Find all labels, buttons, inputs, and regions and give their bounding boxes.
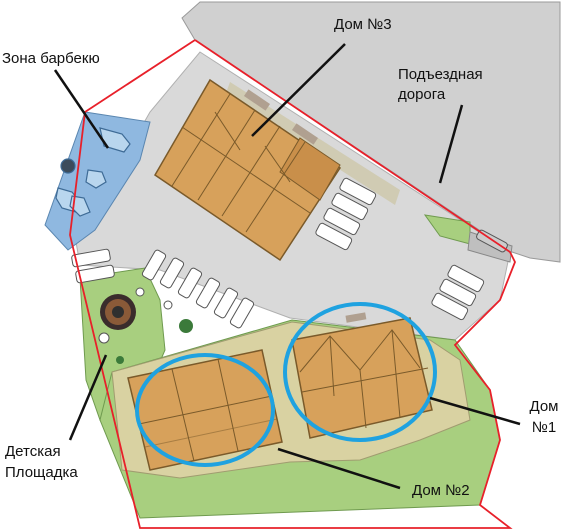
- site-boundary-west: [84, 39, 196, 113]
- house1-label-line1: Дом: [529, 398, 559, 415]
- house1-roof: [291, 312, 433, 439]
- playground-label-line1: Детская: [5, 443, 61, 460]
- site-boundary: [69, 39, 516, 529]
- house2-roof: [127, 349, 283, 471]
- leader-lines: [53, 43, 521, 490]
- playground-label-line2: Площадка: [5, 464, 78, 481]
- house2-label: Дом №2: [412, 482, 470, 499]
- house3-roof: [154, 78, 342, 262]
- access-road-label-line1: Подъездная: [398, 66, 483, 83]
- parking-cars: [71, 177, 508, 329]
- access-road-label-line2: дорога: [398, 86, 446, 103]
- house1-label-line2: №1: [531, 419, 557, 436]
- playground-equipment: [98, 287, 193, 364]
- house2-highlight-circle: [135, 353, 275, 467]
- house1-highlight-circle: [283, 302, 437, 442]
- house3-label: Дом №3: [334, 16, 392, 33]
- bbq-zone-label: Зона барбекю: [2, 50, 100, 67]
